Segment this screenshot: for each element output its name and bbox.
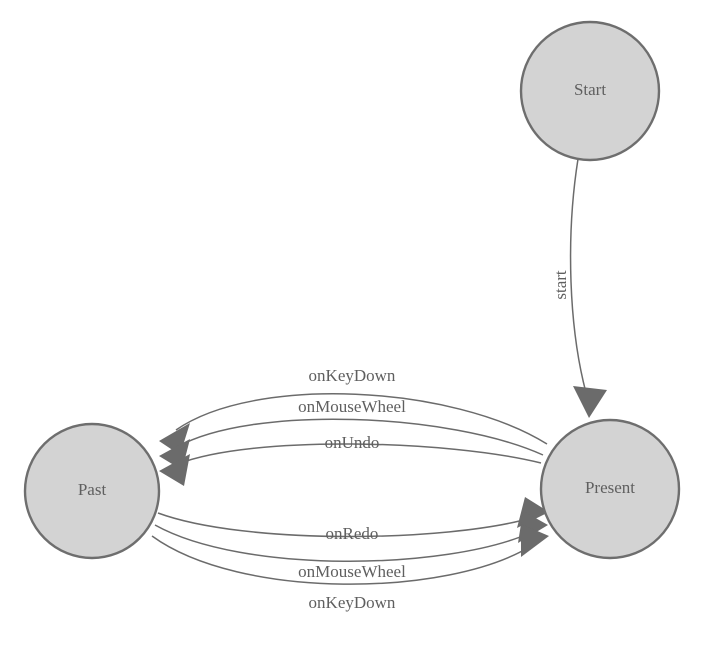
- edge-label-undo-mousewheel: onMouseWheel: [298, 397, 406, 416]
- edge-past-to-present-onredo[interactable]: onRedo: [157, 497, 549, 543]
- edge-label-undo: onUndo: [325, 433, 380, 452]
- node-start[interactable]: Start: [519, 20, 661, 162]
- node-past[interactable]: Past: [23, 422, 161, 560]
- edge-undo-path: [177, 443, 542, 465]
- edge-undo-wheel-path: [176, 418, 544, 456]
- edge-present-to-past-onundo[interactable]: onUndo: [159, 433, 542, 486]
- edge-past-to-present-onkeydown[interactable]: onKeyDown: [151, 524, 549, 612]
- node-present[interactable]: Present: [539, 418, 681, 560]
- edge-label-undo-keydown: onKeyDown: [309, 366, 396, 385]
- edge-label-redo-mousewheel: onMouseWheel: [298, 562, 406, 581]
- edge-redo-key-path: [151, 535, 532, 585]
- edge-undo-key-path: [175, 393, 548, 445]
- edge-redo-path: [157, 512, 532, 538]
- node-start-circle: [519, 20, 661, 162]
- edge-undo-arrowhead: [159, 454, 190, 486]
- node-present-label: Present: [585, 478, 635, 497]
- edge-start-arrowhead: [573, 386, 607, 418]
- node-start-label: Start: [574, 80, 606, 99]
- edge-past-to-present-onmousewheel[interactable]: onMouseWheel: [154, 511, 548, 581]
- edge-label-start: start: [551, 270, 570, 300]
- edge-start-path: [569, 158, 589, 401]
- edge-redo-wheel-path: [154, 524, 531, 562]
- node-past-label: Past: [78, 480, 107, 499]
- node-past-circle: [23, 422, 161, 560]
- edge-redo-key-arrowhead: [521, 524, 549, 557]
- edge-label-redo: onRedo: [326, 524, 379, 543]
- edge-start-to-present[interactable]: start: [551, 158, 607, 418]
- edge-label-redo-keydown: onKeyDown: [309, 593, 396, 612]
- node-present-circle: [539, 418, 681, 560]
